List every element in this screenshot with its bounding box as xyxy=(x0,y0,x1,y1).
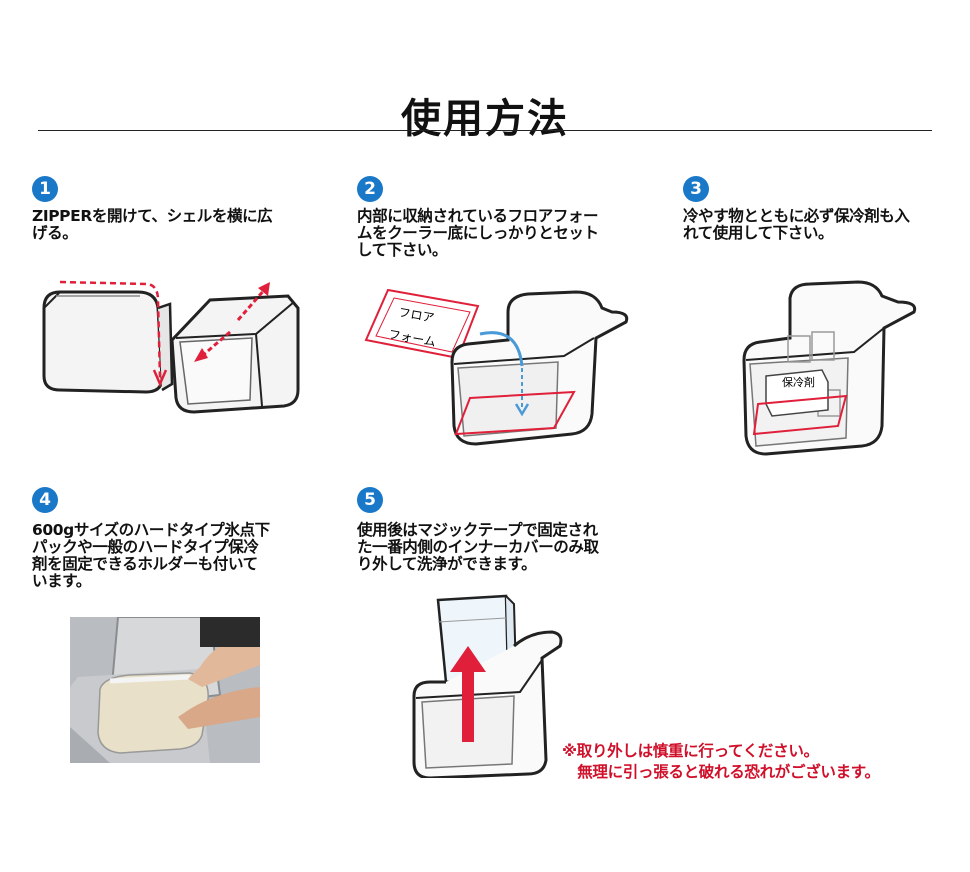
step-2-text: 内部に収納されているフロアフォー ムをクーラー底にしっかりとセット して下さい。 xyxy=(357,207,599,259)
step-1-illustration xyxy=(42,280,300,414)
step-1-text: ZIPPERを開けて、シェルを横に広 げる。 xyxy=(32,207,273,242)
step-4-badge: 4 xyxy=(32,487,58,513)
opened-case-icon xyxy=(170,282,300,414)
caution-note: ※取り外しは慎重に行ってください。 無理に引っ張ると破れる恐れがございます。 xyxy=(562,742,880,781)
step-4-text: 600gサイズのハードタイプ氷点下 パックや一般のハードタイプ保冷 剤を固定でき… xyxy=(32,521,270,590)
closed-case-icon xyxy=(42,280,174,394)
open-cooler-icon xyxy=(450,290,629,446)
step-2-illustration: フロア フォーム xyxy=(364,288,629,446)
page-title: 使用方法 xyxy=(401,96,569,142)
floor-foam-label-1: フロア xyxy=(397,305,435,325)
inner-cover-removal-icon xyxy=(412,594,563,778)
step-1-badge: 1 xyxy=(32,176,58,202)
step-2-badge: 2 xyxy=(357,176,383,202)
floor-foam-icon: フロア フォーム xyxy=(364,288,480,360)
ice-pack-label: 保冷剤 xyxy=(782,375,815,389)
step-3-text: 冷やす物とともに必ず保冷剤も入 れて使用して下さい。 xyxy=(683,207,910,242)
step-5-badge: 5 xyxy=(357,487,383,513)
ice-pack-holder-photo xyxy=(70,617,260,763)
step-3-illustration: 保冷剤 xyxy=(742,280,917,456)
step-5-text: 使用後はマジックテープで固定され た一番内側のインナーカバーのみ取 り外して洗浄… xyxy=(357,521,599,573)
title-divider xyxy=(38,130,932,131)
cooler-with-items-icon: 保冷剤 xyxy=(742,280,917,456)
step-5-illustration xyxy=(412,594,563,778)
step-3-badge: 3 xyxy=(683,176,709,202)
